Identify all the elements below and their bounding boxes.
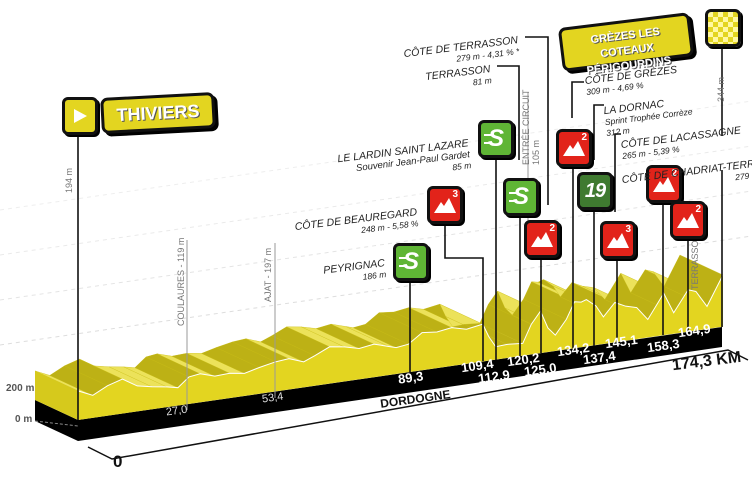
kom-sign-cote-de-terrasson: 2 bbox=[524, 220, 560, 258]
speed-lines-icon bbox=[484, 134, 491, 144]
entry-circuit-elevation: 105 m bbox=[531, 139, 541, 165]
leader-line bbox=[614, 133, 621, 212]
mountain-icon bbox=[607, 233, 629, 248]
zero-line bbox=[34, 420, 79, 427]
play-icon bbox=[74, 109, 87, 123]
climb-category: 2 bbox=[695, 204, 701, 215]
base-slab bbox=[35, 327, 722, 441]
climb-category: 2 bbox=[581, 132, 587, 143]
bonus-number: 19 bbox=[584, 179, 606, 202]
kom-sign-beauregard: 3 bbox=[427, 186, 463, 224]
climb-category: 3 bbox=[452, 189, 458, 200]
start-town-box: THIVIERS bbox=[100, 92, 216, 134]
elevation-profile bbox=[34, 254, 724, 420]
sprint-sign-terrasson: S bbox=[503, 178, 539, 216]
sprint-icon: S bbox=[402, 248, 419, 275]
marker-pole bbox=[444, 224, 484, 361]
kom-sign-cote-de-grezes: 2 bbox=[556, 129, 592, 167]
kom-sign-chadriat-terrasson: 2 bbox=[646, 165, 682, 203]
mountain-icon bbox=[563, 141, 585, 156]
entry-circuit-text: ENTRÉE CIRCUIT bbox=[521, 89, 531, 165]
start-sign bbox=[62, 97, 98, 135]
leader-line bbox=[571, 81, 584, 118]
sprint-sign-le-lardin: S bbox=[478, 120, 514, 158]
mountain-icon bbox=[434, 198, 456, 213]
y-label-0: 0 m bbox=[15, 414, 33, 425]
climb-category: 2 bbox=[549, 223, 555, 234]
gridline bbox=[0, 145, 752, 256]
gridline bbox=[0, 100, 752, 211]
speed-lines-icon bbox=[399, 257, 406, 267]
waypoint-ajat: AJAT - 197 m bbox=[263, 247, 273, 302]
gridline bbox=[0, 190, 752, 301]
kom-sign-final-climb: 2 bbox=[670, 201, 706, 239]
finish-flag-sign bbox=[705, 9, 741, 47]
profile-front-face bbox=[78, 274, 723, 420]
mountain-icon bbox=[677, 213, 699, 228]
leader-line bbox=[593, 104, 604, 160]
kom-sign-lacassagne: 3 bbox=[600, 221, 636, 259]
start-elevation: 194 m bbox=[64, 167, 74, 193]
bonus-sign-la-dornac: 19 bbox=[577, 172, 613, 210]
leader-line bbox=[525, 36, 549, 205]
sprint-icon: S bbox=[487, 125, 504, 152]
waypoint-coulaures: COULAURES - 119 m bbox=[176, 237, 186, 326]
origin-km-label: 0 bbox=[113, 452, 123, 471]
climb-category: 3 bbox=[625, 224, 631, 235]
finish-elevation: 344 m bbox=[716, 76, 726, 102]
sprint-icon: S bbox=[512, 183, 529, 210]
leader-line bbox=[497, 65, 520, 160]
climb-category: 2 bbox=[671, 168, 677, 179]
profile-side-face bbox=[35, 370, 78, 420]
speed-lines-icon bbox=[509, 192, 516, 202]
distance-axis bbox=[87, 349, 749, 460]
y-label-200: 200 m bbox=[6, 383, 35, 394]
mountain-icon bbox=[653, 177, 675, 192]
poles bbox=[77, 36, 723, 420]
sprint-sign-peyrignac: S bbox=[393, 243, 429, 281]
mountain-icon bbox=[531, 232, 553, 247]
